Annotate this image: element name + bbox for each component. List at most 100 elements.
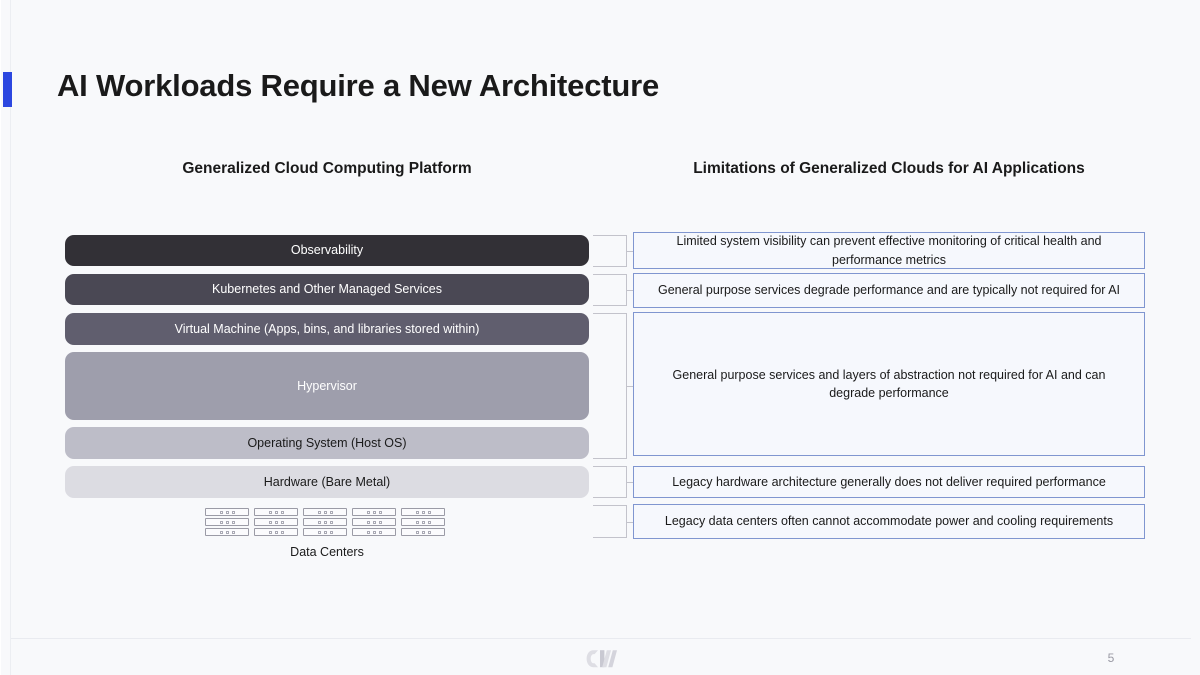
limitation-text: General purpose services and layers of a… (672, 367, 1106, 400)
server-rack-icon (254, 508, 298, 536)
limitation-text: Legacy data centers often cannot accommo… (664, 514, 1114, 529)
server-rack-led (274, 520, 278, 524)
server-rack-led (323, 530, 327, 534)
server-rack-led (372, 530, 376, 534)
limitation-box-3: General purpose services and layers of a… (633, 312, 1145, 456)
server-rack-led (317, 510, 321, 514)
server-rack-unit (352, 508, 396, 516)
limitation-box-4: Legacy hardware architecture generally d… (633, 466, 1145, 498)
server-rack-led (329, 520, 333, 524)
platform-layer-6: Hardware (Bare Metal) (65, 466, 589, 498)
server-rack-led (268, 520, 272, 524)
footer-divider (11, 638, 1191, 639)
limitation-text: General purpose services degrade perform… (657, 283, 1121, 298)
server-rack-led (317, 530, 321, 534)
platform-layer-3: Virtual Machine (Apps, bins, and librari… (65, 313, 589, 345)
page-title: AI Workloads Require a New Architecture (57, 68, 660, 103)
server-rack-led (378, 530, 382, 534)
server-rack-icon (205, 508, 249, 536)
server-rack-led (323, 510, 327, 514)
title-accent-bar (3, 72, 12, 107)
connector-bracket-3 (593, 313, 627, 459)
platform-layer-5: Operating System (Host OS) (65, 427, 589, 459)
platform-layer-label: Operating System (Host OS) (247, 435, 407, 450)
server-rack-icon (401, 508, 445, 536)
server-rack-led (225, 510, 229, 514)
server-rack-led (366, 510, 370, 514)
right-column-header: Limitations of Generalized Clouds for AI… (693, 160, 1085, 177)
server-rack-led (378, 510, 382, 514)
server-rack-led (329, 530, 333, 534)
server-rack-unit (401, 518, 445, 526)
server-rack-led (225, 530, 229, 534)
server-rack-led (317, 520, 321, 524)
data-centers-label: Data Centers (290, 545, 364, 559)
connector-bracket-1 (593, 235, 627, 267)
limitation-text: Legacy hardware architecture generally d… (672, 474, 1106, 489)
server-rack-led (280, 530, 284, 534)
platform-layer-label: Hardware (Bare Metal) (263, 474, 391, 489)
server-rack-led (427, 530, 431, 534)
platform-layer-label: Kubernetes and Other Managed Services (212, 282, 442, 296)
limitation-box-1: Limited system visibility can prevent ef… (633, 232, 1145, 269)
server-rack-led (231, 520, 235, 524)
server-rack-led (415, 530, 419, 534)
server-rack-led (421, 520, 425, 524)
server-rack-led (225, 520, 229, 524)
server-rack-led (427, 510, 431, 514)
limitation-box-2: General purpose services degrade perform… (633, 273, 1145, 308)
page-number: 5 (1107, 651, 1115, 665)
server-rack-led (274, 530, 278, 534)
slide-left-edge-rule (10, 0, 11, 675)
server-rack-unit (352, 528, 396, 536)
server-rack-led (427, 520, 431, 524)
server-rack-unit (205, 518, 249, 526)
server-rack-led (366, 520, 370, 524)
server-rack-led (421, 530, 425, 534)
server-rack-led (219, 530, 223, 534)
server-rack-unit (205, 528, 249, 536)
server-rack-unit (254, 518, 298, 526)
platform-layer-2: Kubernetes and Other Managed Services (65, 274, 589, 305)
platform-layer-4: Hypervisor (65, 352, 589, 420)
server-rack-led (415, 520, 419, 524)
server-rack-unit (352, 518, 396, 526)
server-rack-unit (303, 508, 347, 516)
server-rack-led (329, 510, 333, 514)
server-rack-unit (401, 528, 445, 536)
platform-layer-label: Observability (290, 243, 364, 257)
data-center-racks-icon (205, 508, 445, 536)
connector-bracket-5 (593, 505, 627, 538)
server-rack-unit (205, 508, 249, 516)
server-rack-led (372, 510, 376, 514)
server-rack-led (421, 510, 425, 514)
connector-bracket-4 (593, 466, 627, 498)
server-rack-led (280, 510, 284, 514)
server-rack-led (219, 510, 223, 514)
server-rack-unit (303, 528, 347, 536)
server-rack-led (219, 520, 223, 524)
server-rack-led (280, 520, 284, 524)
server-rack-unit (254, 528, 298, 536)
left-column-header: Generalized Cloud Computing Platform (182, 160, 472, 177)
server-rack-led (415, 510, 419, 514)
server-rack-led (231, 510, 235, 514)
server-rack-led (323, 520, 327, 524)
platform-layer-label: Hypervisor (297, 378, 357, 393)
server-rack-led (231, 530, 235, 534)
server-rack-led (274, 510, 278, 514)
limitation-box-5: Legacy data centers often cannot accommo… (633, 504, 1145, 539)
server-rack-unit (401, 508, 445, 516)
server-rack-led (268, 510, 272, 514)
connector-bracket-2 (593, 274, 627, 306)
limitation-text: Limited system visibility can prevent ef… (676, 234, 1102, 267)
server-rack-unit (303, 518, 347, 526)
server-rack-unit (254, 508, 298, 516)
platform-layer-1: Observability (65, 235, 589, 266)
server-rack-icon (352, 508, 396, 536)
server-rack-led (268, 530, 272, 534)
server-rack-led (372, 520, 376, 524)
server-rack-led (366, 530, 370, 534)
cw-logo-icon (585, 649, 619, 669)
